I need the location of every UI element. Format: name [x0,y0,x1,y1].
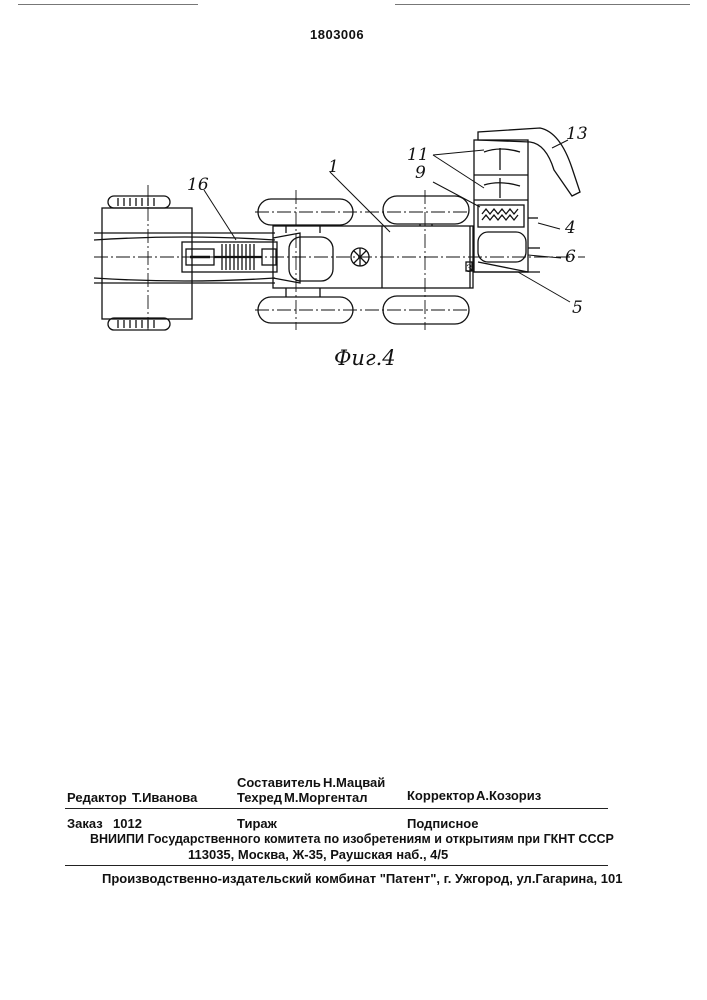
circulation-label: Тираж [237,816,277,831]
editor-name: Т.Иванова [132,790,197,805]
compiler-name: Н.Мацвай [323,775,385,790]
callout-4: 4 [564,218,576,238]
subscription-label: Подписное [407,816,478,831]
trailer-frame [102,208,192,319]
callout-5: 5 [572,298,583,318]
callout-13: 13 [566,124,588,144]
callout-6: 6 [565,247,576,267]
callout-3: 3 [466,264,472,275]
shaft-housing [182,242,277,272]
institute-line: ВНИИПИ Государственного комитета по изоб… [90,832,614,846]
address-line: 113035, Москва, Ж-35, Раушская наб., 4/5 [188,847,448,862]
trailer-wheel-bottom [108,318,170,330]
techred-name: М.Моргентал [284,790,368,805]
callout-9: 9 [415,163,426,183]
order-label: Заказ [67,816,103,831]
techred-label: Техред [237,790,282,805]
footer-rule-1 [65,808,608,809]
callout-16: 16 [187,175,209,195]
callout-1: 1 [328,157,339,177]
guard-13 [478,128,580,196]
corrector-label: Корректор [407,788,475,803]
trailer-wheel-top [108,196,170,208]
compiler-label: Составитель [237,775,321,790]
publisher-line: Производственно-издательский комбинат "П… [102,871,622,886]
leader-lines [204,140,570,302]
callout-11: 11 [407,145,429,165]
order-number: 1012 [113,816,142,831]
figure-caption: Фиг.4 [334,346,396,370]
technical-drawing: 1 16 11 9 13 4 6 5 3 [0,0,707,400]
editor-label: Редактор [67,790,127,805]
footer-rule-2 [65,865,608,866]
corrector-name: А.Козориз [476,788,541,803]
